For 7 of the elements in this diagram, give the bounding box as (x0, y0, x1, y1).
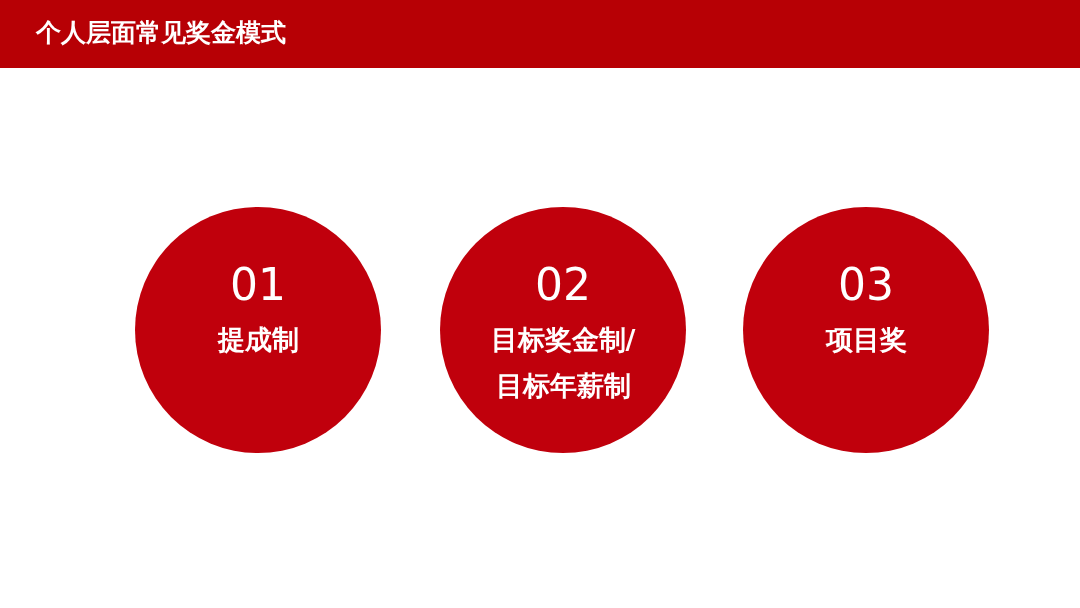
page-title: 个人层面常见奖金模式 (36, 17, 286, 49)
circle-label: 目标奖金制/目标年薪制 (489, 323, 637, 403)
number-label: 02 (534, 259, 592, 311)
circle-label: 项目奖 (824, 323, 908, 357)
circle-label: 提成制 (216, 323, 300, 357)
number-label: 01 (229, 259, 287, 311)
number-label: 03 (837, 259, 895, 311)
